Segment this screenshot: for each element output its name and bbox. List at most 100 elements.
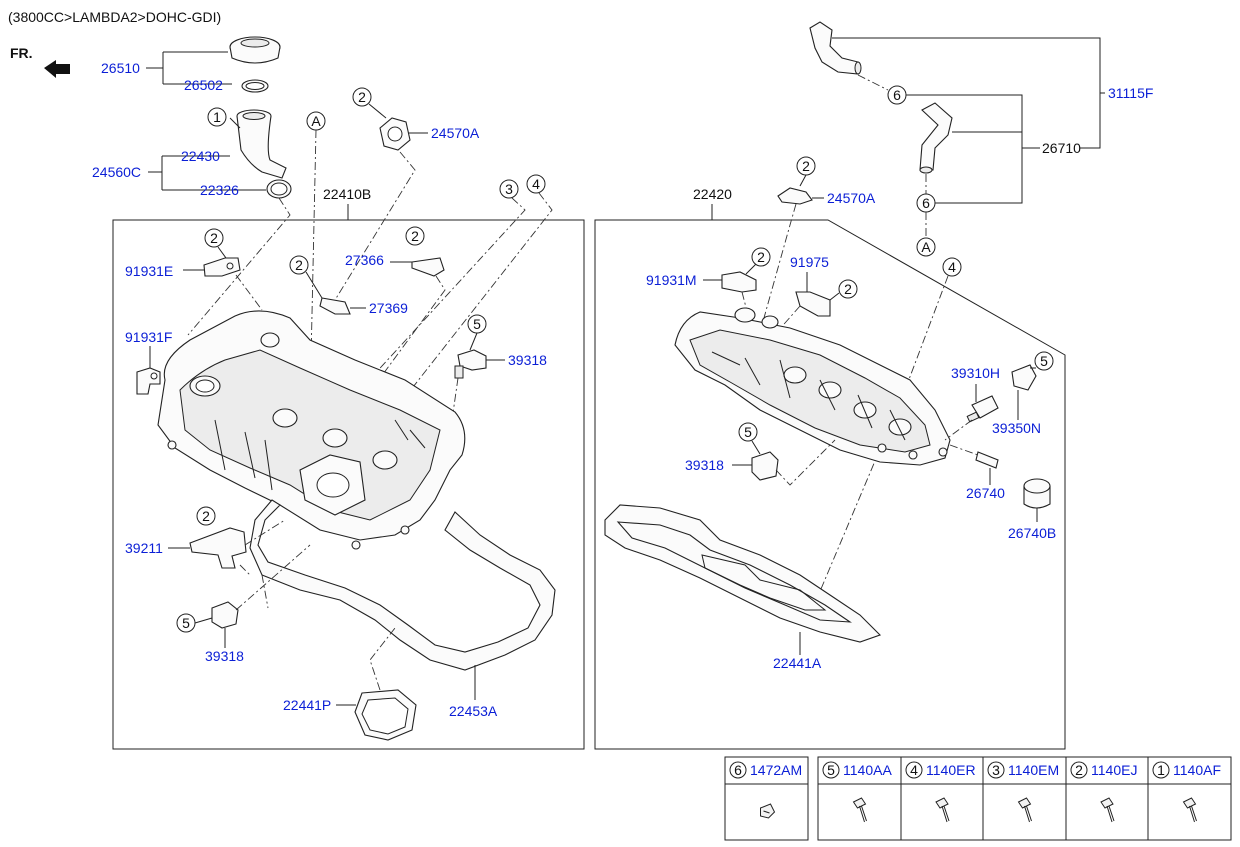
- part-link-91975[interactable]: 91975: [790, 254, 829, 270]
- oil-filler-oring[interactable]: [266, 179, 292, 199]
- part-link-27369[interactable]: 27369: [369, 300, 408, 316]
- valve-cover-left[interactable]: [157, 310, 466, 550]
- callout-a-right-letter: A: [921, 239, 931, 255]
- legend-code-1140EM[interactable]: 1140EM: [1008, 762, 1059, 778]
- callout-2-39211: [196, 506, 216, 526]
- legend-code-1140ER[interactable]: 1140ER: [926, 762, 976, 778]
- legend-num-4: 4: [910, 762, 918, 778]
- callout-5-39318-right: [738, 422, 758, 442]
- bolt-icon: [1100, 797, 1115, 823]
- sensor-39350n[interactable]: [1011, 364, 1037, 391]
- part-link-22441P[interactable]: 22441P: [283, 697, 331, 713]
- gasket-22441a[interactable]: [604, 504, 882, 643]
- legend-table: [724, 756, 1232, 841]
- callout-6-top-num: 6: [893, 87, 901, 103]
- valve-cover-right[interactable]: [674, 307, 951, 466]
- part-link-39350N[interactable]: 39350N: [992, 420, 1041, 436]
- part-link-24560C[interactable]: 24560C: [92, 164, 141, 180]
- part-label-22410B: 22410B: [323, 186, 371, 202]
- breather-hose-lower[interactable]: [919, 102, 953, 174]
- clip-icon: [760, 803, 776, 819]
- part-link-22441A[interactable]: 22441A: [773, 655, 822, 671]
- bracket-91975[interactable]: [795, 291, 831, 317]
- callout-2-91975-num: 2: [844, 281, 852, 297]
- part-link-39318-right[interactable]: 39318: [685, 457, 724, 473]
- pcv-valve-gasket-left[interactable]: [379, 117, 411, 151]
- oil-filler-cap[interactable]: [229, 36, 281, 64]
- callout-2-27366: [405, 226, 425, 246]
- callout-3: [499, 179, 519, 199]
- legend-num-3: 3: [992, 762, 1000, 778]
- callout-2-39211-num: 2: [202, 508, 210, 524]
- bracket-91931e[interactable]: [203, 257, 241, 277]
- part-link-31115F[interactable]: 31115F: [1108, 85, 1153, 101]
- callout-2-91931e-num: 2: [210, 230, 218, 246]
- part-link-91931E[interactable]: 91931E: [125, 263, 173, 279]
- pcv-valve-gasket-right[interactable]: [777, 187, 813, 205]
- legend-code-1140AA[interactable]: 1140AA: [843, 762, 892, 778]
- callout-2-27369-num: 2: [295, 257, 303, 273]
- callout-4-left: [526, 174, 546, 194]
- legend-num-circle-6: [729, 761, 747, 779]
- callout-6-bottom-num: 6: [922, 195, 930, 211]
- sensor-39211[interactable]: [189, 527, 247, 569]
- callout-5-39350n: [1034, 351, 1054, 371]
- legend-num-circle-1: [1152, 761, 1170, 779]
- bracket-91931m[interactable]: [721, 271, 757, 293]
- bolt-icon: [852, 797, 867, 823]
- part-link-91931M[interactable]: 91931M: [646, 272, 697, 288]
- part-link-26740[interactable]: 26740: [966, 485, 1005, 501]
- part-link-24570A-right[interactable]: 24570A: [827, 190, 876, 206]
- part-link-27366[interactable]: 27366: [345, 252, 384, 268]
- bolt-icon: [1182, 797, 1197, 823]
- callout-4-right-num: 4: [948, 259, 956, 275]
- bracket-91931f[interactable]: [136, 367, 161, 395]
- legend-code-1472AM[interactable]: 1472AM: [750, 762, 802, 778]
- sensor-39318-right[interactable]: [751, 451, 779, 481]
- part-link-39318-top[interactable]: 39318: [508, 352, 547, 368]
- part-link-39318-left[interactable]: 39318: [205, 648, 244, 664]
- legend-code-1140EJ[interactable]: 1140EJ: [1091, 762, 1137, 778]
- callout-2-91931e: [204, 228, 224, 248]
- part-link-22453A[interactable]: 22453A: [449, 703, 498, 719]
- callout-2-91931m-num: 2: [757, 249, 765, 265]
- part-link-39310H[interactable]: 39310H: [951, 365, 1000, 381]
- legend-code-1140AF[interactable]: 1140AF: [1173, 762, 1221, 778]
- oil-filler-gasket[interactable]: [241, 79, 269, 93]
- sensor-39318-top[interactable]: [454, 349, 487, 379]
- right-panel-frame: [594, 219, 1066, 750]
- callout-5-39318-left-num: 5: [182, 615, 190, 631]
- legend-num-1: 1: [1157, 762, 1165, 778]
- part-label-26710: 26710: [1042, 140, 1081, 156]
- clip-27369[interactable]: [319, 297, 351, 315]
- legend-num-6: 6: [734, 762, 742, 778]
- part-link-91931F[interactable]: 91931F: [125, 329, 172, 345]
- legend-num-5: 5: [827, 762, 835, 778]
- part-link-22326[interactable]: 22326: [200, 182, 239, 198]
- callout-2-91931m: [751, 247, 771, 267]
- callout-5-39350n-num: 5: [1040, 353, 1048, 369]
- clip-27366[interactable]: [411, 257, 445, 277]
- breather-hose-upper[interactable]: [809, 21, 862, 75]
- callout-2-91975: [838, 279, 858, 299]
- part-link-26510[interactable]: 26510: [101, 60, 140, 76]
- legend-num-circle-5: [822, 761, 840, 779]
- gasket-22453a[interactable]: [249, 499, 556, 671]
- legend-num-circle-4: [905, 761, 923, 779]
- callout-2-24570a: [352, 87, 372, 107]
- front-label: FR.: [10, 45, 33, 61]
- cap-26740b[interactable]: [1023, 478, 1051, 509]
- oil-filler-neck[interactable]: [236, 109, 287, 179]
- plug-26740[interactable]: [975, 451, 999, 469]
- bolt-icon: [1017, 797, 1032, 823]
- legend-num-2: 2: [1075, 762, 1083, 778]
- part-link-39211[interactable]: 39211: [125, 540, 163, 556]
- sensor-39310h[interactable]: [966, 395, 999, 423]
- part-link-26502[interactable]: 26502: [184, 77, 223, 93]
- part-link-24570A-left[interactable]: 24570A: [431, 125, 480, 141]
- sensor-39318-left[interactable]: [211, 601, 239, 629]
- legend-num-circle-3: [987, 761, 1005, 779]
- part-link-26740B[interactable]: 26740B: [1008, 525, 1056, 541]
- part-link-22430[interactable]: 22430: [181, 148, 220, 164]
- gasket-22441p[interactable]: [354, 689, 417, 741]
